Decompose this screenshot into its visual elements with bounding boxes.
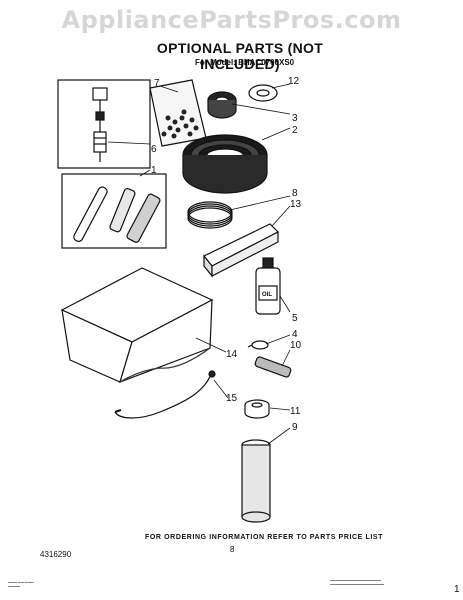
callout-8: 8 [292,188,298,199]
callout-1: 1 [151,165,157,176]
part-2-foam-coil [182,134,268,194]
part-7-screw-bag [149,79,207,147]
fine-print-left: ▬▬▬ ▬▬ ▬▬▬▬▬▬▬ [8,580,34,588]
page-number: 8 [230,545,235,554]
callout-6: 6 [151,144,157,155]
part-9-spray-can [241,439,271,523]
part-13-foam-block [203,223,280,278]
callout-12: 12 [288,76,300,87]
callout-3: 3 [292,113,298,124]
part-8-cord-coil [187,201,233,229]
part-14-cover [60,267,214,383]
callout-2: 2 [292,125,298,136]
callout-7: 7 [154,78,160,89]
fine-print-right: ▬▬▬▬▬▬▬▬▬▬▬▬▬▬▬▬▬▬▬▬▬▬▬▬▬▬▬▬▬▬▬▬▬▬▬ [330,578,384,586]
part-3-tape-roll [207,91,237,119]
part-box-6 [57,79,151,169]
callout-15: 15 [226,393,238,404]
part-4-fitting [247,340,269,350]
callout-11: 11 [290,406,301,417]
callout-4: 4 [292,329,298,340]
bottle-label: OIL [262,292,272,298]
document-number: 4316290 [40,550,72,559]
callout-9: 9 [292,422,298,433]
part-5-oil-bottle [255,257,281,315]
callout-13: 13 [290,199,302,210]
part-12-tape-roll [248,84,278,102]
page-title: OPTIONAL PARTS (NOT INCLUDED) [156,40,324,72]
corner-number: 1 [454,584,460,595]
part-15-cord [114,370,216,419]
part-6-fitting [92,87,108,162]
watermark: AppliancePartsPros.com [61,6,402,34]
part-10-tube [254,356,292,378]
callout-10: 10 [290,340,302,351]
callout-14: 14 [226,349,238,360]
part-11-roll [244,399,270,419]
model-number: For Model: BHAC0700XS0 [195,58,295,67]
part-1-tubes [73,186,161,243]
ordering-note: FOR ORDERING INFORMATION REFER TO PARTS … [145,534,384,541]
part-box-1 [61,173,167,249]
callout-5: 5 [292,313,298,324]
